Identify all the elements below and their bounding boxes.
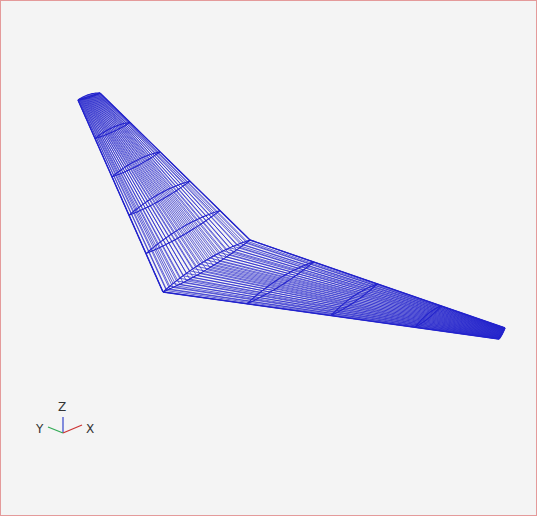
span-line (200, 274, 502, 336)
span-line (83, 99, 183, 282)
span-line (88, 98, 203, 272)
span-line (97, 94, 240, 247)
span-line (96, 95, 234, 252)
span-line (97, 95, 237, 250)
span-line (237, 250, 504, 330)
span-line (186, 281, 500, 337)
span-line (190, 279, 501, 337)
axis-triad (48, 417, 82, 433)
axis-label: Z (58, 401, 66, 413)
rib-line (95, 122, 130, 138)
span-line (95, 95, 230, 254)
span-line (84, 99, 187, 281)
span-line (243, 245, 504, 329)
span-line (193, 277, 501, 336)
span-line (92, 97, 219, 262)
rib-line (247, 262, 314, 304)
wing-edge (499, 328, 505, 339)
wing-edge (78, 93, 100, 100)
span-line (240, 244, 504, 329)
span-line (86, 95, 196, 266)
rib-line (129, 181, 190, 215)
y-axis (48, 427, 63, 433)
wing-edge (250, 240, 505, 328)
wing-edge (78, 100, 163, 292)
rib-line (415, 306, 441, 327)
span-line (93, 93, 223, 250)
span-line (223, 259, 503, 332)
wing-mesh (78, 93, 505, 339)
wing-edge (100, 93, 250, 240)
span-line (100, 93, 250, 240)
rib-line (415, 306, 441, 327)
axis-label: X (86, 423, 94, 435)
span-line (240, 247, 504, 329)
rib-line (499, 328, 505, 339)
rib-line (112, 152, 160, 177)
span-line (220, 261, 503, 333)
span-line (220, 253, 503, 330)
span-line (233, 252, 504, 331)
rib-line (499, 328, 505, 339)
span-line (98, 94, 243, 245)
rib-line (95, 122, 130, 138)
span-line (86, 96, 194, 269)
span-line (99, 93, 247, 241)
x-axis (63, 425, 82, 433)
rib-line (331, 284, 378, 316)
rib-line (146, 211, 220, 254)
wing-edge (163, 292, 499, 339)
span-line (92, 97, 217, 264)
rib-line (112, 152, 160, 177)
span-line (247, 243, 505, 329)
z-axis (62, 417, 63, 433)
rib-line (146, 211, 220, 254)
rib-line (78, 93, 100, 100)
axis-label: Y (36, 423, 43, 435)
span-line (250, 240, 505, 328)
span-line (99, 93, 247, 242)
span-line (91, 97, 214, 265)
rib-line (78, 93, 100, 100)
rib-line (247, 262, 314, 304)
rib-line (129, 181, 190, 215)
span-line (196, 275, 501, 335)
rib-line (331, 284, 378, 316)
span-line (82, 99, 180, 284)
span-line (94, 96, 227, 257)
